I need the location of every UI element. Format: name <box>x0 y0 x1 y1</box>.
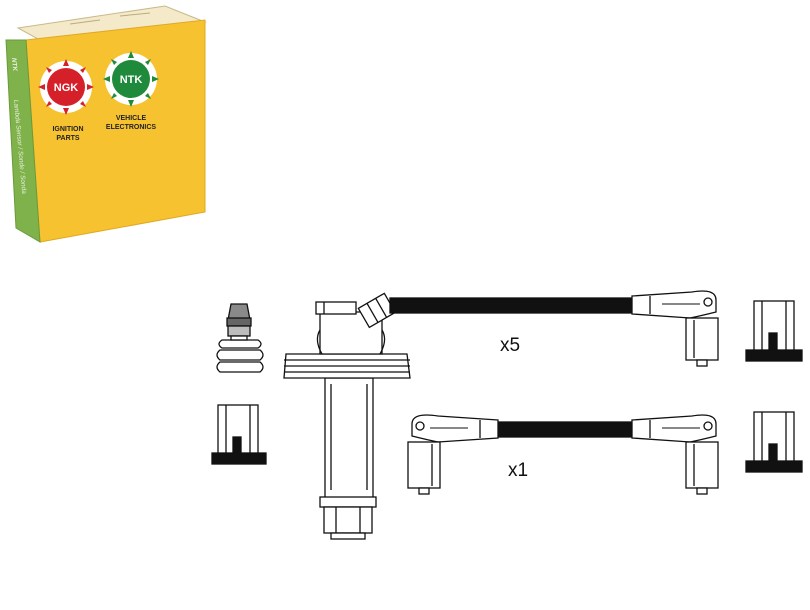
cable-holder-clip-right-upper <box>745 300 803 362</box>
ignition-coil-boot <box>283 292 411 540</box>
ntk-logo: NTK <box>103 51 159 107</box>
ngk-caption-line1: IGNITION <box>52 126 83 133</box>
spark-plug-terminal <box>216 303 264 373</box>
ngk-logo-text: NGK <box>54 82 79 94</box>
ngk-logo: NGK <box>38 59 94 115</box>
cable-holder-clip-right-lower <box>745 411 803 473</box>
ntk-caption-line1: VEHICLE <box>116 115 147 122</box>
ngk-caption-line2: PARTS <box>56 135 80 142</box>
box-side-logo: NTK <box>10 58 18 73</box>
ngk-product-box: NTK Lambda Sensor / Sonde / Sonda NGK IG… <box>5 5 207 243</box>
ignition-cable-long <box>389 290 719 367</box>
ntk-logo-text: NTK <box>120 74 143 86</box>
ignition-cable-short <box>407 414 719 495</box>
ntk-caption-line2: ELECTRONICS <box>106 124 157 131</box>
quantity-label-x5: x5 <box>500 335 520 356</box>
cable-holder-clip <box>211 404 267 465</box>
quantity-label-x1: x1 <box>508 460 528 481</box>
